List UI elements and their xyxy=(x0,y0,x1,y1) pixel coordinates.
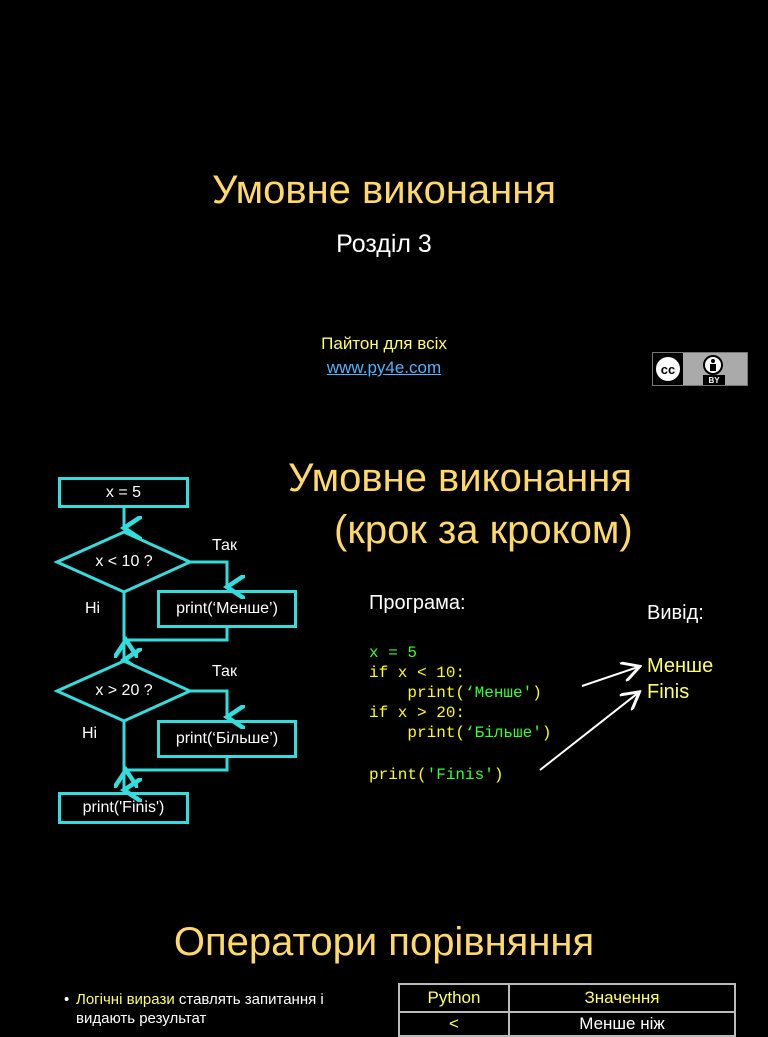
slide3-title: Оператори порівняння xyxy=(173,920,595,964)
slide2-title: Умовне виконання (крок за кроком) xyxy=(288,452,633,556)
flow-no-label-1: Ні xyxy=(85,600,101,617)
table-row: < Менше ніж xyxy=(398,1011,736,1037)
flowchart-connectors xyxy=(53,508,320,840)
code-line-7: print('Finis') xyxy=(369,766,504,784)
course-link[interactable]: www.py4e.com xyxy=(326,358,442,377)
bullet-text: ставлять запитання і видають результат xyxy=(76,991,324,1027)
decision-diamond-1 xyxy=(53,530,194,594)
bullet-dot: • xyxy=(64,991,70,1008)
bullet-item: • Логічні вирази ставлять запитання і вид… xyxy=(64,990,376,1028)
table-header-meaning: Значення xyxy=(508,983,736,1013)
slide1-title: Умовне виконання xyxy=(211,168,557,212)
flow-box-print-less: print(‘Менше’) xyxy=(157,590,297,628)
flow-box-print-more: print(‘Більше’) xyxy=(157,720,297,758)
flow-box-print-finis: print('Finis') xyxy=(58,792,189,824)
bullet-highlight: Логічні вирази xyxy=(76,991,175,1008)
slide2-title-line2: (крок за кроком) xyxy=(334,508,633,552)
slide2-title-line1: Умовне виконання xyxy=(288,456,633,500)
flow-diamond1-text: x < 10 ? xyxy=(95,553,153,570)
table-header-python: Python xyxy=(398,983,510,1013)
comparison-table: Python Значення < Менше ніж xyxy=(398,983,736,1037)
slide1-subtitle: Розділ 3 xyxy=(336,230,432,258)
code-line-3: print(‘Менше') xyxy=(369,684,542,702)
flow-yes-label-2: Так xyxy=(212,663,237,680)
code-line-5: print(‘Більше') xyxy=(369,724,552,742)
output-arrows xyxy=(539,655,650,771)
table-cell-meaning: Менше ніж xyxy=(508,1011,736,1037)
code-line-2: if x < 10: xyxy=(369,664,466,682)
by-text: BY xyxy=(708,376,720,385)
code-line-1: x = 5 xyxy=(369,644,418,662)
program-label: Програма: xyxy=(369,592,466,614)
cc-text: cc xyxy=(661,362,675,377)
flow-box-assign: x = 5 xyxy=(58,477,189,508)
flow-yes-label-1: Так xyxy=(212,537,237,554)
flow-no-label-2: Ні xyxy=(82,725,98,742)
code-line-4: if x > 20: xyxy=(369,704,466,722)
output-line-1: Менше xyxy=(647,655,714,677)
table-cell-operator: < xyxy=(398,1011,510,1037)
table-header-row: Python Значення xyxy=(398,983,736,1013)
course-name: Пайтон для всіх xyxy=(321,334,447,353)
decision-diamond-2 xyxy=(53,659,194,723)
output-label: Вивід: xyxy=(647,602,704,624)
output-line-2: Finis xyxy=(647,681,690,703)
flow-diamond2-text: x > 20 ? xyxy=(95,682,153,699)
cc-by-icon: cc BY xyxy=(652,352,748,386)
